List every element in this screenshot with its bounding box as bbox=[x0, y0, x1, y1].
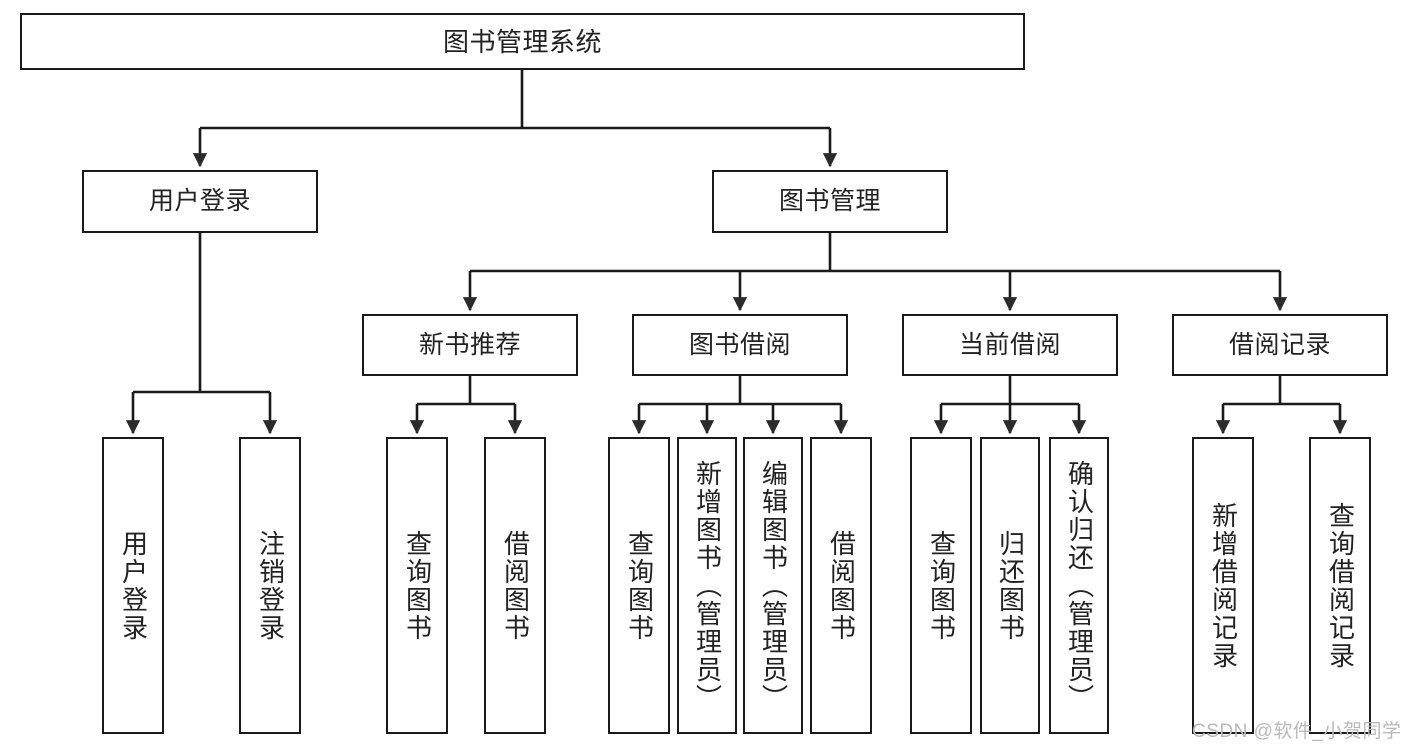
node-current-borrow[interactable]: 当前借阅 bbox=[902, 314, 1118, 376]
node-new-book-recommend[interactable]: 新书推荐 bbox=[362, 314, 578, 376]
node-leaf-query-book-1-label: 查询图书 bbox=[402, 529, 433, 642]
node-root-label: 图书管理系统 bbox=[442, 26, 602, 57]
node-user-login-label: 用户登录 bbox=[148, 187, 251, 215]
node-leaf-add-book-label: 新增图书（管理员） bbox=[692, 459, 723, 712]
node-leaf-query-book-3-label: 查询图书 bbox=[926, 529, 957, 642]
node-leaf-query-book-3[interactable]: 查询图书 bbox=[910, 437, 972, 734]
node-leaf-logout[interactable]: 注销登录 bbox=[239, 437, 301, 734]
node-leaf-borrow-book-1[interactable]: 借阅图书 bbox=[484, 437, 546, 734]
node-borrow-record-label: 借阅记录 bbox=[1228, 330, 1331, 359]
node-leaf-edit-book-label: 编辑图书（管理员） bbox=[758, 459, 789, 712]
node-leaf-logout-label: 注销登录 bbox=[255, 529, 286, 642]
node-leaf-edit-book[interactable]: 编辑图书（管理员） bbox=[743, 437, 803, 734]
node-book-manage[interactable]: 图书管理 bbox=[712, 170, 948, 233]
node-leaf-query-book-2-label: 查询图书 bbox=[624, 529, 655, 642]
node-leaf-confirm-return-label: 确认归还（管理员） bbox=[1064, 459, 1095, 712]
node-root[interactable]: 图书管理系统 bbox=[20, 13, 1025, 70]
node-leaf-add-book[interactable]: 新增图书（管理员） bbox=[677, 437, 737, 734]
node-leaf-query-book-1[interactable]: 查询图书 bbox=[386, 437, 448, 734]
node-leaf-query-book-2[interactable]: 查询图书 bbox=[608, 437, 670, 734]
csdn-watermark: CSDN @软件_小贺同学 bbox=[1192, 721, 1402, 742]
node-borrow-record[interactable]: 借阅记录 bbox=[1172, 314, 1388, 376]
node-leaf-query-record[interactable]: 查询借阅记录 bbox=[1309, 437, 1371, 734]
node-leaf-user-login[interactable]: 用户登录 bbox=[102, 437, 164, 734]
node-leaf-return-book[interactable]: 归还图书 bbox=[980, 437, 1040, 734]
node-leaf-query-record-label: 查询借阅记录 bbox=[1325, 501, 1356, 670]
node-book-borrow-label: 图书借阅 bbox=[688, 330, 791, 359]
node-leaf-confirm-return[interactable]: 确认归还（管理员） bbox=[1049, 437, 1109, 734]
node-book-manage-label: 图书管理 bbox=[778, 187, 881, 215]
node-book-borrow[interactable]: 图书借阅 bbox=[632, 314, 848, 376]
node-leaf-add-record-label: 新增借阅记录 bbox=[1208, 501, 1239, 670]
node-leaf-add-record[interactable]: 新增借阅记录 bbox=[1192, 437, 1254, 734]
node-user-login[interactable]: 用户登录 bbox=[82, 170, 318, 233]
node-leaf-return-book-label: 归还图书 bbox=[995, 529, 1026, 642]
node-current-borrow-label: 当前借阅 bbox=[958, 330, 1061, 359]
node-leaf-borrow-book-2[interactable]: 借阅图书 bbox=[810, 437, 872, 734]
node-leaf-borrow-book-1-label: 借阅图书 bbox=[500, 529, 531, 642]
node-leaf-borrow-book-2-label: 借阅图书 bbox=[826, 529, 857, 642]
node-new-book-recommend-label: 新书推荐 bbox=[418, 330, 521, 359]
node-leaf-user-login-label: 用户登录 bbox=[118, 529, 149, 642]
